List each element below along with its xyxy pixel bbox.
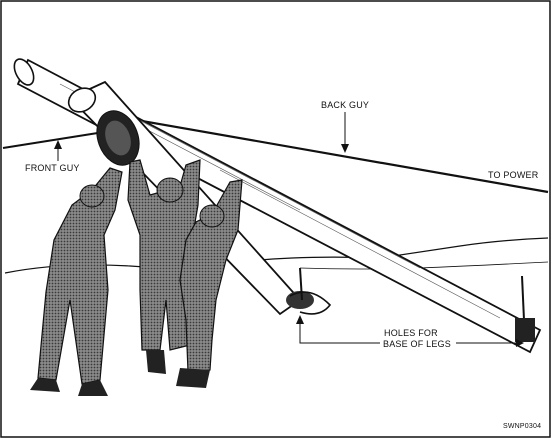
stake-left bbox=[299, 267, 303, 301]
front-guy-wire bbox=[2, 131, 105, 149]
worker-right bbox=[176, 179, 243, 388]
figure-code: SWNP0304 bbox=[503, 423, 542, 430]
front-guy-arrowhead bbox=[54, 140, 62, 149]
top-lashing-inner bbox=[105, 120, 131, 156]
front-guy-label: FRONT GUY bbox=[25, 163, 80, 173]
holes-label-line2: BASE OF LEGS bbox=[383, 339, 451, 349]
back-guy-arrowhead bbox=[341, 144, 349, 153]
gin-pole-leg-top-end bbox=[67, 87, 97, 113]
holes-label-line1: HOLES FOR bbox=[384, 328, 438, 338]
worker-left bbox=[30, 167, 123, 396]
holes-arrowhead-right bbox=[516, 339, 524, 347]
holes-arrowhead bbox=[296, 315, 304, 324]
back-guy-label: BACK GUY bbox=[321, 100, 370, 110]
holes-leader bbox=[299, 320, 380, 344]
stake-right bbox=[521, 275, 525, 321]
to-power-label: TO POWER bbox=[488, 170, 539, 180]
main-pole-top-end bbox=[13, 58, 35, 86]
base-lashing bbox=[286, 291, 314, 309]
back-guy-wire bbox=[124, 116, 549, 194]
pole-end-collar bbox=[515, 318, 535, 342]
worker-center bbox=[127, 159, 201, 374]
